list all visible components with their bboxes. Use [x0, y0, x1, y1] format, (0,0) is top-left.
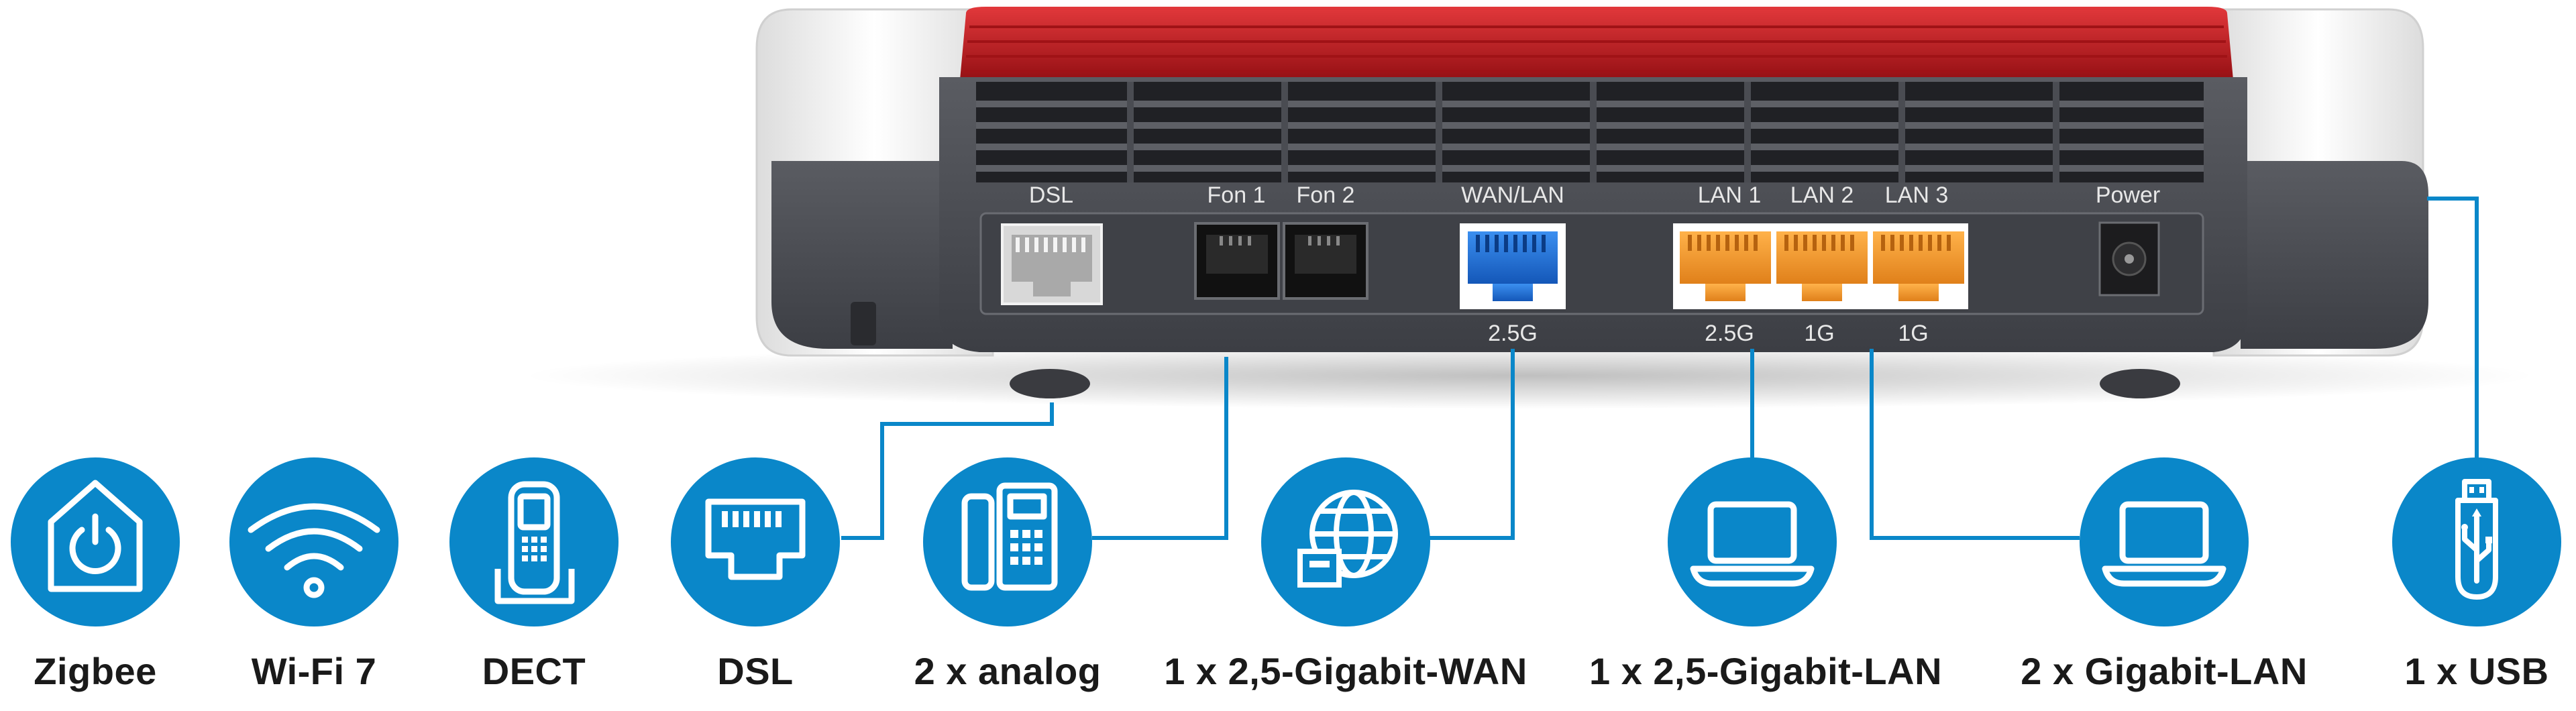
laptop-icon [2102, 501, 2226, 587]
lan23-connector-line [1870, 349, 2080, 540]
feature-label-lan-2-5g: 1 x 2,5-Gigabit-LAN [1589, 650, 1943, 692]
right-foot [2100, 369, 2180, 398]
port-label-fon1: Fon 1 [1208, 182, 1266, 208]
port-label-power: Power [2096, 182, 2160, 208]
wan-port [1460, 223, 1566, 309]
feature-label-dect: DECT [482, 650, 586, 692]
dsl-connector-line [841, 402, 1054, 540]
red-top-cover [959, 7, 2234, 87]
speed-label-lan3: 1G [1898, 321, 1928, 346]
feature-label-wan: 1 x 2,5-Gigabit-WAN [1164, 650, 1527, 692]
lan-gigabit-feature-circle [2080, 457, 2249, 626]
port-label-dsl: DSL [1029, 182, 1073, 208]
feature-label-usb: 1 x USB [2404, 650, 2549, 692]
fon-2-port [1283, 222, 1368, 300]
wan-feature-circle [1261, 457, 1430, 626]
left-gray-wing [771, 161, 953, 349]
usb-feature-circle [2392, 457, 2561, 626]
wan-connector-line [1395, 349, 1515, 540]
usb-connector-line [2427, 197, 2479, 458]
port-label-lan1: LAN 1 [1698, 182, 1762, 208]
globe-network-box [1297, 549, 1342, 588]
dect-phone-icon [494, 481, 575, 604]
dsl-feature-circle [671, 457, 840, 626]
analog-feature-circle [923, 457, 1092, 626]
zigbee-feature-circle [11, 457, 180, 626]
left-foot [1010, 369, 1090, 398]
feature-label-wifi: Wi-Fi 7 [251, 650, 377, 692]
power-port [2098, 221, 2160, 296]
feature-label-lan-gigabit: 2 x Gigabit-LAN [2021, 650, 2308, 692]
port-label-wan: WAN/LAN [1461, 182, 1564, 208]
side-latch [851, 302, 876, 345]
vent-grille [976, 82, 2204, 182]
ethernet-port-icon [705, 498, 806, 580]
feature-label-dsl: DSL [717, 650, 794, 692]
router-device: DSL Fon 1 Fon 2 WAN/LAN LAN 1 LAN 2 LAN … [755, 7, 2428, 398]
port-label-fon2: Fon 2 [1297, 182, 1355, 208]
feature-label-analog: 2 x analog [914, 650, 1102, 692]
connector-lines [841, 197, 2479, 540]
usb-stick-icon [2455, 479, 2498, 600]
laptop-icon [1690, 501, 1815, 587]
speed-label-lan2: 1G [1804, 321, 1834, 346]
lan-2-5g-feature-circle [1668, 457, 1837, 626]
wifi-icon [248, 503, 380, 598]
fon-1-port [1194, 222, 1280, 300]
dect-keypad [522, 537, 547, 561]
wifi-feature-circle [229, 457, 398, 626]
feature-label-zigbee: Zigbee [34, 650, 157, 692]
speed-label-wan: 2.5G [1488, 321, 1538, 346]
port-label-lan3: LAN 3 [1885, 182, 1949, 208]
port-recess [979, 212, 2204, 315]
feature-icons [11, 457, 2561, 626]
speed-label-lan1: 2.5G [1705, 321, 1754, 346]
dsl-port [1001, 223, 1103, 305]
analog-phone-icon [961, 482, 1058, 591]
red-ridges [965, 25, 2229, 72]
fon-connector-line [1092, 357, 1228, 540]
lan-ports [1673, 223, 1968, 309]
smart-home-power-icon [48, 480, 143, 592]
port-label-lan2: LAN 2 [1790, 182, 1854, 208]
dect-feature-circle [449, 457, 619, 626]
right-gray-wing [2241, 161, 2428, 349]
